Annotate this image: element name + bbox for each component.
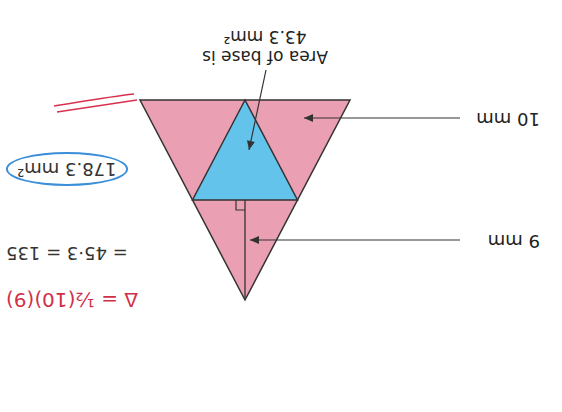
dimension: 10 mm (476, 108, 540, 130)
base-face (193, 100, 298, 200)
calculation: = 45·3 = 135 (6, 242, 128, 264)
leader-line (304, 117, 460, 118)
arrowhead (304, 114, 313, 122)
leader-line (249, 70, 266, 150)
red-mark (54, 94, 137, 112)
right-angle-mark (236, 200, 245, 210)
dimension: 9 mm (488, 230, 540, 252)
slant-height (244, 200, 245, 298)
area-formula: Δ = ½(10)(9) (6, 288, 138, 312)
arrowhead (250, 236, 259, 244)
leader-line (250, 239, 460, 240)
net-outline (140, 100, 350, 300)
arrowhead (247, 140, 255, 150)
answer: 178.3 mm² (6, 152, 128, 186)
base-area-note: Area of base is 43.3 mm² (190, 26, 340, 67)
